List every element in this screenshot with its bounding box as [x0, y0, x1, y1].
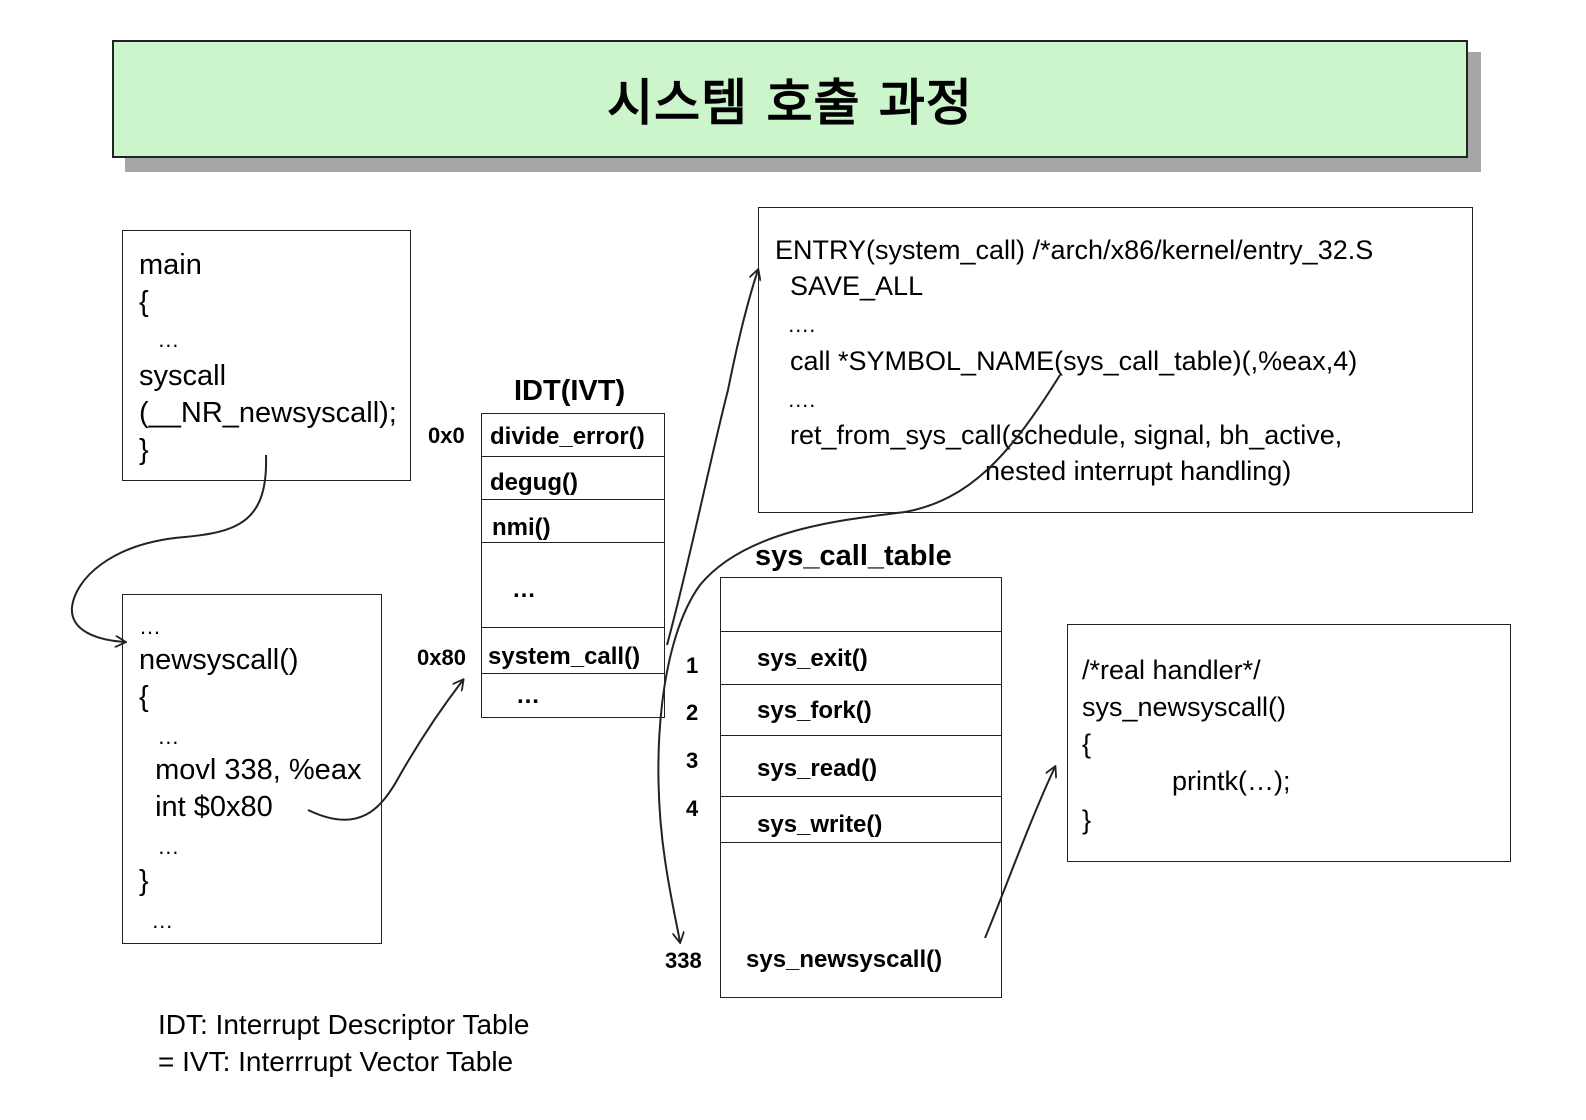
- sys-call-table-divider: [720, 796, 1002, 797]
- idt-row-divider: [481, 673, 665, 674]
- idt-row-divider: [481, 627, 665, 628]
- idt-entry: nmi(): [492, 514, 551, 541]
- handler-code-line: }: [1082, 805, 1092, 835]
- main-code-line: syscall: [139, 360, 227, 392]
- main-code-line: }: [139, 434, 149, 466]
- idt-entry: system_call(): [488, 643, 641, 670]
- idt-title: IDT(IVT): [514, 375, 626, 407]
- sys-call-entry: sys_read(): [757, 755, 878, 782]
- sys-call-entry: sys_write(): [757, 811, 883, 838]
- newsyscall-code-line: {: [139, 681, 149, 713]
- main-code-line: …: [139, 327, 180, 352]
- newsyscall-code-line: …: [139, 908, 174, 933]
- sys-call-table: [720, 577, 1002, 998]
- sys-call-table-divider: [720, 842, 1002, 843]
- sys-call-table-divider: [720, 684, 1002, 685]
- idt-row-divider: [481, 499, 665, 500]
- entry-code-line: ENTRY(system_call) /*arch/x86/kernel/ent…: [775, 235, 1374, 265]
- handler-code-line: {: [1082, 729, 1092, 759]
- idt-address-0x80: 0x80: [417, 645, 466, 670]
- idt-table: [481, 413, 665, 718]
- newsyscall-code-line: newsyscall(): [139, 644, 299, 676]
- sys-call-table-title: sys_call_table: [755, 540, 952, 572]
- idt-entry: degug(): [490, 469, 578, 496]
- entry-code-line: ….: [775, 312, 816, 337]
- entry-code-line: ret_from_sys_call(schedule, signal, bh_a…: [775, 420, 1343, 450]
- note-ivt: = IVT: Interrrupt Vector Table: [158, 1046, 514, 1077]
- handler-code-line: /*real handler*/: [1082, 655, 1261, 685]
- entry-code-line: ….: [775, 387, 816, 412]
- main-code-box: [122, 230, 411, 481]
- sys-call-table-divider: [720, 631, 1002, 632]
- entry-code-line: call *SYMBOL_NAME(sys_call_table)(,%eax,…: [775, 346, 1358, 376]
- idt-address-0x0: 0x0: [428, 423, 465, 448]
- newsyscall-code-line: …: [139, 614, 161, 639]
- main-code-line: (__NR_newsyscall);: [139, 397, 397, 429]
- newsyscall-code-line: …: [139, 724, 180, 749]
- main-code-line: {: [139, 286, 149, 318]
- entry-code-line: nested interrupt handling): [775, 456, 1292, 486]
- note-idt: IDT: Interrupt Descriptor Table: [158, 1009, 530, 1040]
- idt-row-divider: [481, 456, 665, 457]
- sys-call-number: 2: [686, 700, 699, 725]
- title-banner: 시스템 호출 과정: [112, 40, 1468, 158]
- sys-call-number: 338: [665, 948, 702, 973]
- handler-code-box: [1067, 624, 1511, 862]
- sys-call-number: 4: [686, 796, 699, 821]
- sys-call-number: 1: [686, 653, 699, 678]
- sys-call-entry: sys_exit(): [757, 645, 868, 672]
- newsyscall-code-line: …: [139, 834, 180, 859]
- newsyscall-code-line: movl 338, %eax: [139, 754, 362, 786]
- idt-entry: …: [512, 576, 536, 603]
- sys-call-table-divider: [720, 735, 1002, 736]
- sys-call-entry: sys_newsyscall(): [746, 946, 943, 973]
- idt-row-divider: [481, 542, 665, 543]
- sys-call-number: 3: [686, 748, 699, 773]
- newsyscall-code-line: int $0x80: [139, 791, 273, 823]
- page-title: 시스템 호출 과정: [607, 74, 973, 132]
- idt-entry: divide_error(): [490, 423, 645, 450]
- idt-entry: …: [516, 682, 540, 709]
- handler-code-line: printk(…);: [1082, 766, 1291, 796]
- handler-code-line: sys_newsyscall(): [1082, 692, 1287, 722]
- sys-call-entry: sys_fork(): [757, 697, 872, 724]
- main-code-line: main: [139, 249, 202, 281]
- newsyscall-code-line: }: [139, 865, 149, 897]
- entry-code-line: SAVE_ALL: [775, 271, 924, 301]
